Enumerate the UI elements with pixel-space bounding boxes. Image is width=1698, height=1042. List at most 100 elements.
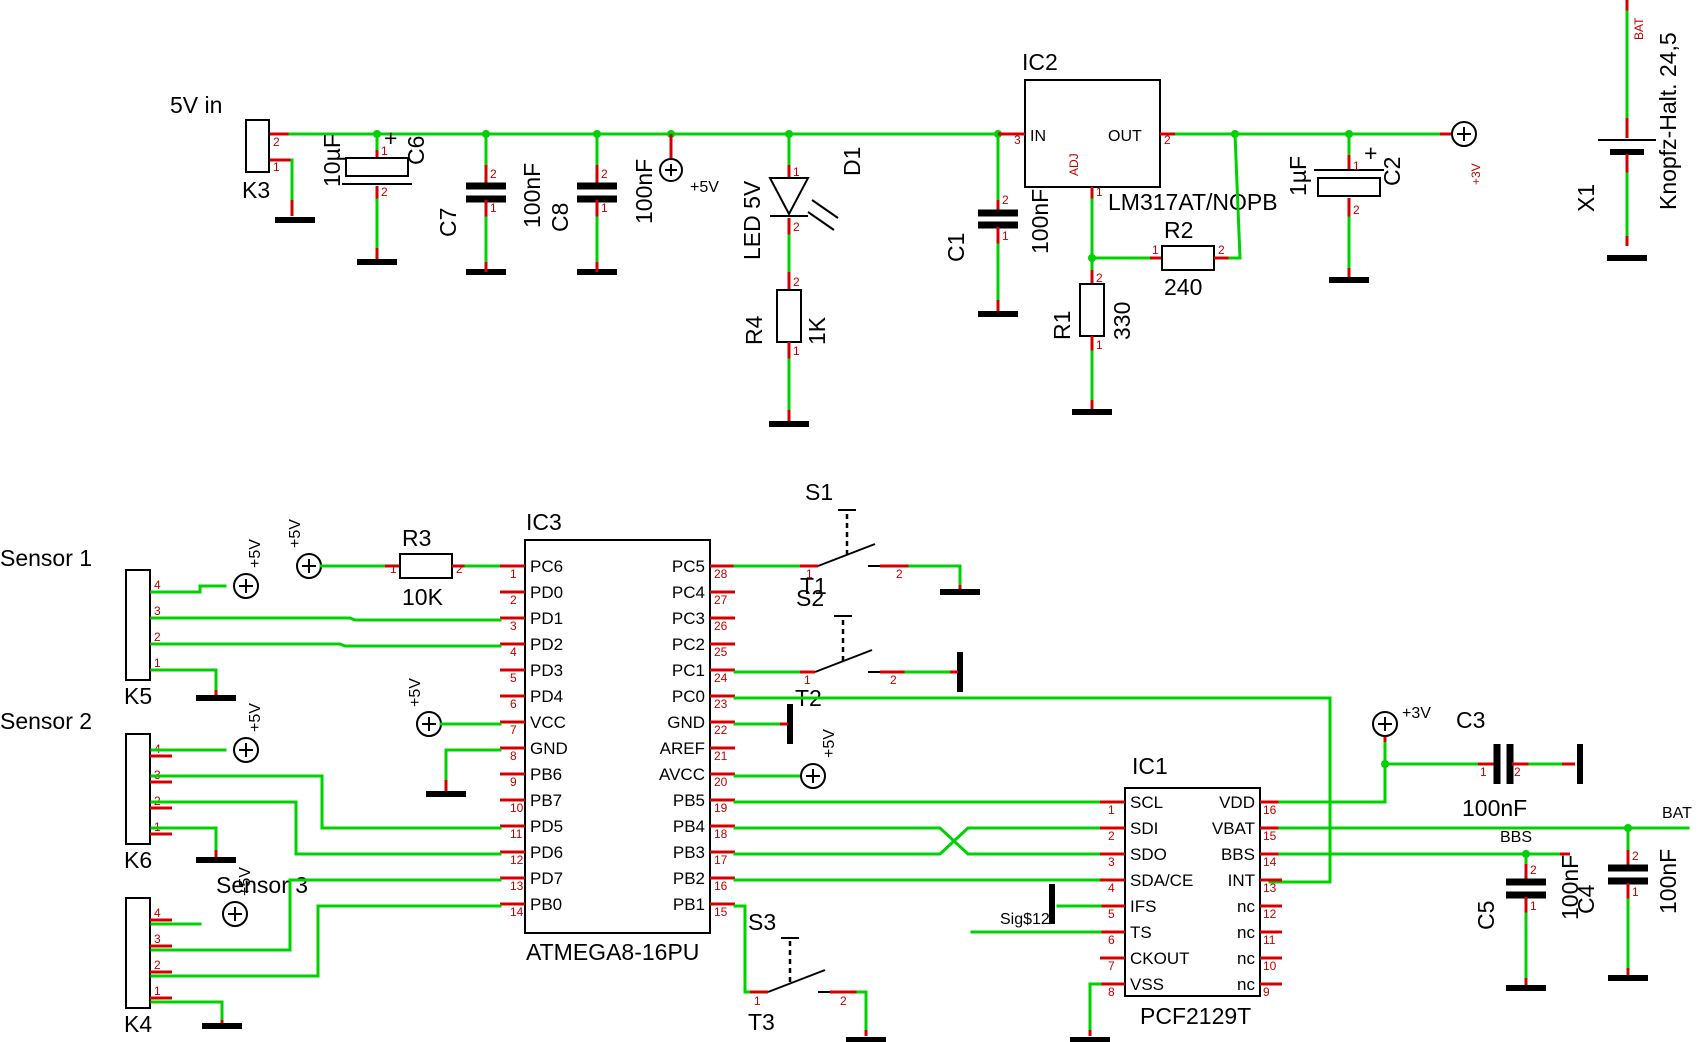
svg-text:2: 2 bbox=[1514, 765, 1521, 779]
ic3-pin-pb6: PB6 bbox=[530, 765, 562, 784]
ic3-pin-pd0: PD0 bbox=[530, 583, 563, 602]
ic3-pin-pd4: PD4 bbox=[530, 687, 563, 706]
ic1-pin-vdd: VDD bbox=[1219, 793, 1255, 812]
value-ic2: LM317AT/NOPB bbox=[1108, 189, 1278, 215]
resistor-r4 bbox=[776, 289, 802, 343]
pin-number: 4 bbox=[510, 645, 517, 659]
ic1-pin-sda-ce: SDA/CE bbox=[1130, 871, 1193, 890]
pin-number: 11 bbox=[510, 827, 523, 841]
ic1-pin-vbat: VBAT bbox=[1212, 819, 1255, 838]
label-c4: C4 bbox=[1573, 884, 1599, 914]
label-plus5: +5V bbox=[287, 519, 304, 548]
label-plus5: +5V bbox=[247, 703, 264, 732]
pin-number: 7 bbox=[510, 723, 517, 737]
svg-text:1: 1 bbox=[1632, 885, 1639, 899]
capacitor-c6 bbox=[345, 157, 409, 177]
ic3-pin-pb4: PB4 bbox=[673, 817, 705, 836]
pin-number: 4 bbox=[1108, 881, 1115, 895]
pin-number: 25 bbox=[714, 645, 728, 659]
ic3-pin-pd7: PD7 bbox=[530, 869, 563, 888]
connector-k4 bbox=[125, 897, 151, 1009]
ic3-pin-pc5: PC5 bbox=[672, 557, 705, 576]
value-d1: LED 5V bbox=[739, 180, 765, 260]
pin-number: 3 bbox=[1108, 855, 1115, 869]
pin-number: 1 bbox=[154, 656, 161, 670]
pin-ic2-adj: ADJ bbox=[1067, 153, 1081, 176]
ic3-pin-pd1: PD1 bbox=[530, 609, 563, 628]
resistor-r2 bbox=[1161, 245, 1215, 271]
label-plus3-top: +3V bbox=[1469, 163, 1483, 185]
label-c2: C2 bbox=[1379, 157, 1405, 186]
label-sensor1: Sensor 1 bbox=[0, 545, 92, 571]
svg-text:2: 2 bbox=[490, 167, 497, 181]
pin-number: 6 bbox=[510, 697, 517, 711]
label-s3: S3 bbox=[748, 909, 776, 935]
svg-text:1: 1 bbox=[1096, 185, 1103, 199]
label-ic2: IC2 bbox=[1022, 49, 1058, 75]
pin-number: 1 bbox=[1108, 803, 1115, 817]
svg-text:1: 1 bbox=[1530, 899, 1537, 913]
switch-s3 bbox=[767, 969, 826, 993]
svg-text:1: 1 bbox=[601, 201, 608, 215]
pin-number: 2 bbox=[154, 630, 161, 644]
ic3-pin-pd6: PD6 bbox=[530, 843, 563, 862]
svg-text:1: 1 bbox=[381, 144, 388, 158]
pin-number: 4 bbox=[154, 578, 161, 592]
label-d1: D1 bbox=[839, 147, 865, 176]
pin-number: 23 bbox=[714, 697, 728, 711]
label-c6: C6 bbox=[403, 136, 429, 165]
label-plus5: +5V bbox=[821, 729, 838, 758]
ic1-pin-nc: nc bbox=[1237, 897, 1255, 916]
power-supply-section: 5V in K3 2 1 + 1 2 10µF C6 bbox=[170, 0, 1681, 427]
label-x1: X1 bbox=[1573, 184, 1599, 212]
label-k5: K5 bbox=[124, 683, 152, 709]
ic3-pin-pc2: PC2 bbox=[672, 635, 705, 654]
label-ic1: IC1 bbox=[1132, 753, 1168, 779]
ic3-pin-pd2: PD2 bbox=[530, 635, 563, 654]
mcu-ic3 bbox=[524, 539, 711, 934]
svg-text:1: 1 bbox=[806, 567, 813, 581]
ic3-pin-gnd: GND bbox=[667, 713, 705, 732]
pin-ic2-in: IN bbox=[1030, 128, 1046, 145]
svg-text:2: 2 bbox=[840, 994, 847, 1008]
svg-text:1: 1 bbox=[273, 160, 280, 174]
ic1-pin-sdo: SDO bbox=[1130, 845, 1167, 864]
ic3-pin-pc6: PC6 bbox=[530, 557, 563, 576]
regulator-ic2 bbox=[1024, 79, 1161, 188]
pin-number: 27 bbox=[714, 593, 728, 607]
pin-number: 2 bbox=[510, 593, 517, 607]
ic3-pin-pb5: PB5 bbox=[673, 791, 705, 810]
svg-text:2: 2 bbox=[1530, 863, 1537, 877]
label-sensor2: Sensor 2 bbox=[0, 708, 92, 734]
svg-text:2: 2 bbox=[1096, 271, 1103, 285]
pin-number: 21 bbox=[714, 749, 728, 763]
label-5v-in: 5V in bbox=[170, 92, 222, 118]
pin-number: 3 bbox=[154, 932, 161, 946]
svg-text:1: 1 bbox=[793, 344, 800, 358]
pin-number: 9 bbox=[1263, 985, 1270, 999]
pin-number: 19 bbox=[714, 801, 728, 815]
pin-number: 11 bbox=[1263, 933, 1276, 947]
label-t3: T3 bbox=[748, 1009, 775, 1035]
svg-text:1: 1 bbox=[1152, 243, 1159, 257]
connector-k3 bbox=[245, 119, 270, 173]
ic1-pin-ts: TS bbox=[1130, 923, 1152, 942]
ic1-pin-sdi: SDI bbox=[1130, 819, 1158, 838]
label-c3: C3 bbox=[1456, 707, 1485, 733]
label-plus5: +5V bbox=[407, 678, 424, 707]
pin-number: 16 bbox=[714, 879, 728, 893]
svg-text:1: 1 bbox=[793, 165, 800, 179]
svg-text:2: 2 bbox=[1164, 133, 1171, 147]
ic1-pin-nc: nc bbox=[1237, 949, 1255, 968]
ic3-pin-pb3: PB3 bbox=[673, 843, 705, 862]
svg-text:1: 1 bbox=[390, 562, 397, 576]
svg-text:1: 1 bbox=[490, 201, 497, 215]
ic1-pin-nc: nc bbox=[1237, 923, 1255, 942]
ic3-pin-pd3: PD3 bbox=[530, 661, 563, 680]
svg-text:1: 1 bbox=[1096, 338, 1103, 352]
svg-text:2: 2 bbox=[1218, 243, 1225, 257]
ic3-pin-pb1: PB1 bbox=[673, 895, 705, 914]
connector-k6 bbox=[125, 733, 151, 845]
pin-number: 8 bbox=[1108, 985, 1115, 999]
svg-text:1: 1 bbox=[804, 673, 811, 687]
